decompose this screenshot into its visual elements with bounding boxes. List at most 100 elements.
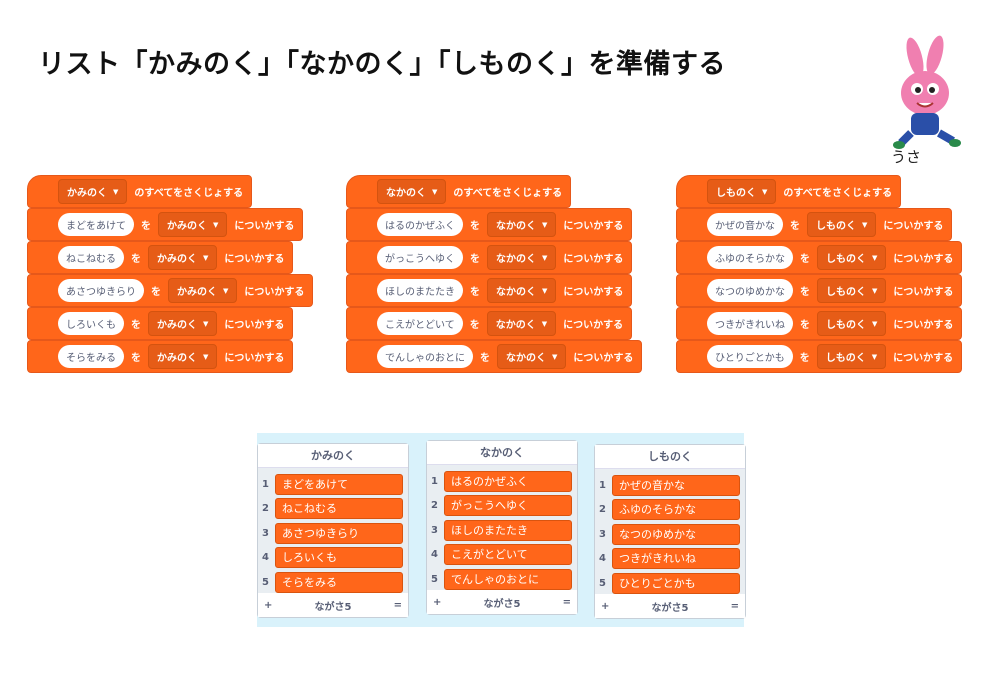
list-dropdown[interactable]: なかのく▼	[377, 179, 447, 204]
list-dropdown[interactable]: かみのく▼	[158, 212, 228, 237]
add-to-list-block[interactable]: そらをみる を かみのく▼ についかする	[27, 340, 294, 373]
list-dropdown[interactable]: なかのく▼	[487, 212, 557, 237]
list-dropdown[interactable]: なかのく▼	[497, 344, 567, 369]
add-item-button[interactable]: +	[433, 596, 442, 608]
list-item[interactable]: こえがとどいて	[444, 544, 572, 566]
add-to-list-block[interactable]: ほしのまたたき を なかのく▼ についかする	[346, 274, 633, 307]
list-dropdown[interactable]: しものく▼	[816, 344, 887, 369]
row-index: 1	[599, 479, 606, 491]
list-dropdown[interactable]: しものく▼	[807, 212, 877, 237]
add-to-list-block[interactable]: でんしゃのおとに を なかのく▼ についかする	[346, 340, 643, 373]
add-to-list-block[interactable]: こえがとどいて を なかのく▼ についかする	[346, 307, 633, 340]
list-monitor-title: しものく	[595, 445, 745, 469]
row-index: 1	[431, 475, 438, 487]
item-input[interactable]: そらをみる	[58, 345, 124, 368]
item-input[interactable]: ねこねむる	[58, 246, 124, 269]
list-item[interactable]: でんしゃのおとに	[444, 568, 572, 590]
add-to-list-block[interactable]: なつのゆめかな を しものく▼ についかする	[676, 274, 963, 307]
list-item[interactable]: がっこうへゆく	[444, 495, 572, 517]
list-item[interactable]: ほしのまたたき	[444, 519, 572, 541]
resize-handle[interactable]: =	[562, 596, 571, 608]
resize-handle[interactable]: =	[393, 599, 402, 611]
list-item[interactable]: かぜの音かな	[612, 474, 740, 496]
add-to-list-block[interactable]: かぜの音かな を しものく▼ についかする	[676, 208, 953, 241]
delete-all-block[interactable]: なかのく▼ のすべてをさくじょする	[346, 175, 572, 208]
item-input[interactable]: つきがきれいね	[707, 312, 793, 335]
block-label: を	[469, 320, 480, 331]
item-input[interactable]: ひとりごとかも	[707, 345, 793, 368]
list-dropdown[interactable]: かみのく▼	[148, 344, 218, 369]
list-name: かみのく	[157, 320, 197, 331]
list-dropdown[interactable]: かみのく▼	[168, 278, 238, 303]
list-item[interactable]: つきがきれいね	[612, 548, 740, 570]
list-item[interactable]: なつのゆめかな	[612, 523, 740, 545]
list-dropdown[interactable]: しものく▼	[817, 278, 887, 303]
list-item[interactable]: ひとりごとかも	[612, 572, 740, 594]
list-name: なかのく	[496, 254, 536, 265]
item-input[interactable]: かぜの音かな	[707, 213, 783, 236]
add-to-list-block[interactable]: まどをあけて を かみのく▼ についかする	[27, 208, 304, 241]
resize-handle[interactable]: =	[730, 600, 739, 612]
block-label: を	[800, 320, 810, 331]
item-input[interactable]: がっこうへゆく	[377, 246, 463, 269]
list-dropdown[interactable]: かみのく▼	[58, 179, 128, 204]
list-footer: + ながさ5 =	[427, 590, 577, 614]
list-dropdown[interactable]: しものく▼	[817, 311, 887, 336]
add-to-list-block[interactable]: ひとりごとかも を しものく▼ についかする	[676, 340, 963, 373]
script-stack[interactable]: しものく▼ のすべてをさくじょする かぜの音かな を しものく▼ についかする …	[676, 175, 963, 373]
item-input[interactable]: でんしゃのおとに	[377, 345, 473, 368]
script-stack[interactable]: かみのく▼ のすべてをさくじょする まどをあけて を かみのく▼ についかする …	[27, 175, 314, 373]
list-dropdown[interactable]: なかのく▼	[487, 245, 557, 270]
list-dropdown[interactable]: なかのく▼	[487, 278, 557, 303]
row-index: 3	[599, 528, 606, 540]
add-to-list-block[interactable]: ふゆのそらかな を しものく▼ についかする	[676, 241, 963, 274]
list-dropdown[interactable]: かみのく▼	[148, 311, 218, 336]
list-name: かみのく	[177, 287, 217, 298]
dropdown-arrow-icon: ▼	[113, 187, 119, 196]
list-item[interactable]: はるのかぜふく	[444, 470, 572, 492]
list-item[interactable]: そらをみる	[275, 571, 403, 593]
dropdown-arrow-icon: ▼	[862, 220, 868, 229]
list-dropdown[interactable]: しものく▼	[707, 179, 777, 204]
add-to-list-block[interactable]: しろいくも を かみのく▼ についかする	[27, 307, 294, 340]
item-input[interactable]: しろいくも	[58, 312, 124, 335]
item-input[interactable]: まどをあけて	[58, 213, 134, 236]
list-item[interactable]: ふゆのそらかな	[612, 499, 740, 521]
add-to-list-block[interactable]: がっこうへゆく を なかのく▼ についかする	[346, 241, 633, 274]
item-input[interactable]: はるのかぜふく	[377, 213, 463, 236]
add-to-list-block[interactable]: はるのかぜふく を なかのく▼ についかする	[346, 208, 633, 241]
list-dropdown[interactable]: なかのく▼	[486, 311, 557, 336]
row-index: 5	[599, 577, 606, 589]
list-length: ながさ5	[483, 598, 521, 610]
block-label: を	[131, 353, 141, 364]
add-to-list-block[interactable]: ねこねむる を かみのく▼ についかする	[27, 241, 294, 274]
list-item[interactable]: しろいくも	[275, 547, 403, 569]
list-item[interactable]: まどをあけて	[275, 473, 403, 495]
delete-all-block[interactable]: しものく▼ のすべてをさくじょする	[676, 175, 902, 208]
add-to-list-block[interactable]: あさつゆきらり を かみのく▼ についかする	[27, 274, 314, 307]
add-item-button[interactable]: +	[264, 599, 273, 611]
delete-all-block[interactable]: かみのく▼ のすべてをさくじょする	[27, 175, 253, 208]
item-input[interactable]: ふゆのそらかな	[707, 246, 793, 269]
list-row: 3 なつのゆめかな	[595, 522, 745, 547]
add-to-list-block[interactable]: つきがきれいね を しものく▼ についかする	[676, 307, 963, 340]
block-label: についかする	[224, 254, 285, 265]
list-item[interactable]: ねこねむる	[275, 498, 403, 520]
dropdown-arrow-icon: ▼	[541, 319, 548, 328]
item-input[interactable]: あさつゆきらり	[58, 279, 144, 302]
item-input[interactable]: ほしのまたたき	[377, 279, 463, 302]
character-name: うさ	[891, 148, 922, 166]
list-dropdown[interactable]: かみのく▼	[148, 245, 218, 270]
list-dropdown[interactable]: しものく▼	[817, 245, 887, 270]
list-item[interactable]: あさつゆきらり	[275, 522, 403, 544]
item-input[interactable]: こえがとどいて	[377, 312, 463, 335]
add-item-button[interactable]: +	[601, 600, 610, 612]
script-stack[interactable]: なかのく▼ のすべてをさくじょする はるのかぜふく を なかのく▼ についかする…	[346, 175, 643, 373]
item-input[interactable]: なつのゆめかな	[707, 279, 793, 302]
